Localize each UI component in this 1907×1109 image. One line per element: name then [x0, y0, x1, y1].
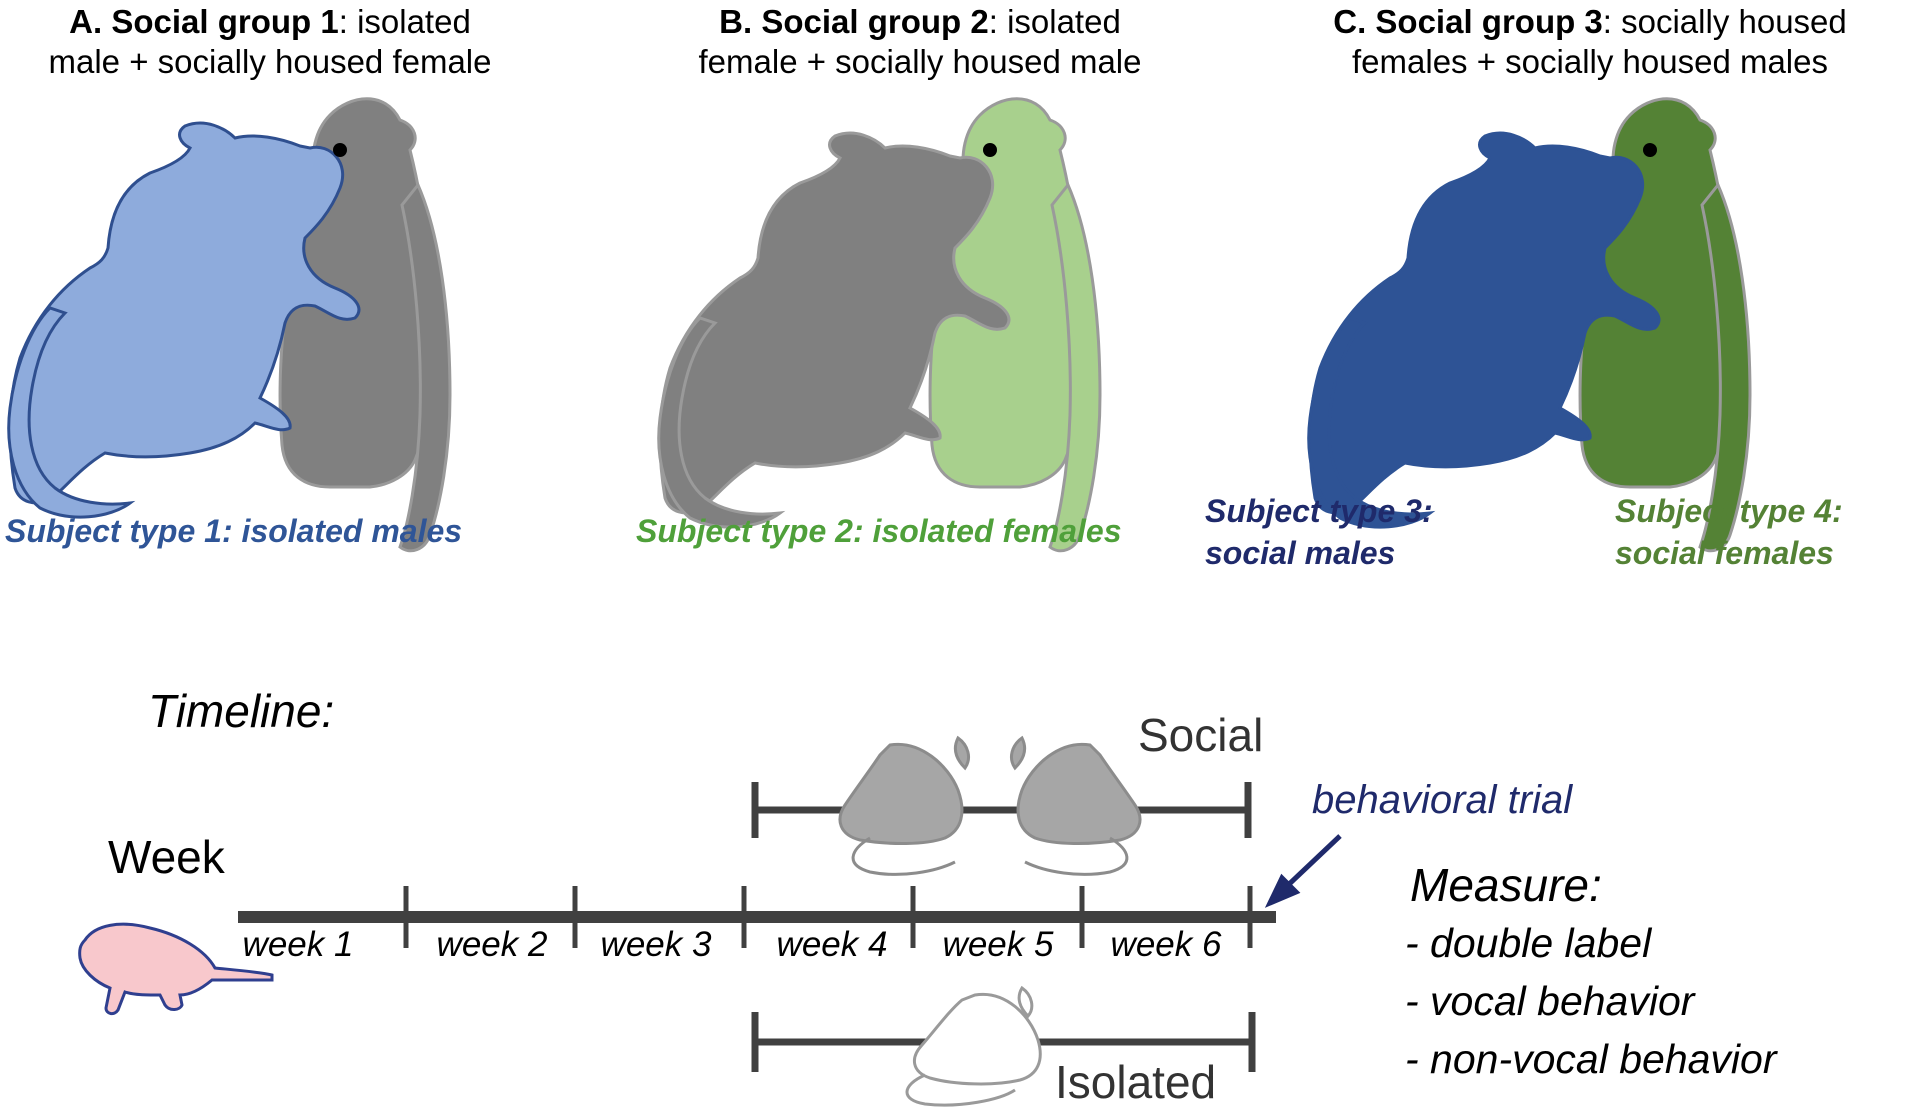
week-2-label: week 2	[436, 925, 548, 964]
timeline-title: Timeline:	[148, 685, 335, 737]
social-period-bar	[751, 782, 1252, 838]
panel-c-eye	[1643, 143, 1657, 157]
panel-c-header: C. Social group 3: socially housed femal…	[1333, 3, 1847, 80]
social-label: Social	[1138, 709, 1264, 761]
social-mouse-left	[838, 735, 970, 876]
subject-type-3: Subject type 3: social males	[1205, 493, 1433, 571]
subject-type-1: Subject type 1: isolated males	[5, 513, 463, 549]
week-1-label: week 1	[242, 925, 354, 964]
week-label: Week	[108, 831, 225, 883]
week-6-label: week 6	[1110, 925, 1222, 964]
measure-title: Measure:	[1410, 859, 1602, 911]
panel-b-header: B. Social group 2: isolated female + soc…	[698, 3, 1142, 80]
measure-item-double-label: - double label	[1405, 920, 1652, 966]
subject-type-2: Subject type 2: isolated females	[636, 513, 1122, 549]
week-5-label: week 5	[942, 925, 1054, 964]
panel-a-header: A. Social group 1: isolated male + socia…	[48, 3, 492, 80]
main-timeline-bar	[238, 886, 1276, 948]
social-mouse-right	[1010, 735, 1142, 876]
week-3-label: week 3	[600, 925, 712, 964]
subject-type-4: Subject type 4: social females	[1615, 493, 1843, 571]
pup-icon	[78, 922, 274, 1016]
panel-b-eye	[983, 143, 997, 157]
measure-item-vocal: - vocal behavior	[1405, 978, 1695, 1024]
week-4-label: week 4	[776, 925, 888, 964]
measure-item-nonvocal: - non-vocal behavior	[1405, 1036, 1777, 1082]
isolated-mouse	[905, 985, 1042, 1107]
trial-arrow	[1264, 834, 1342, 908]
isolated-label: Isolated	[1055, 1056, 1217, 1108]
panel-a-eye	[333, 143, 347, 157]
behavioral-trial-label: behavioral trial	[1312, 778, 1573, 822]
